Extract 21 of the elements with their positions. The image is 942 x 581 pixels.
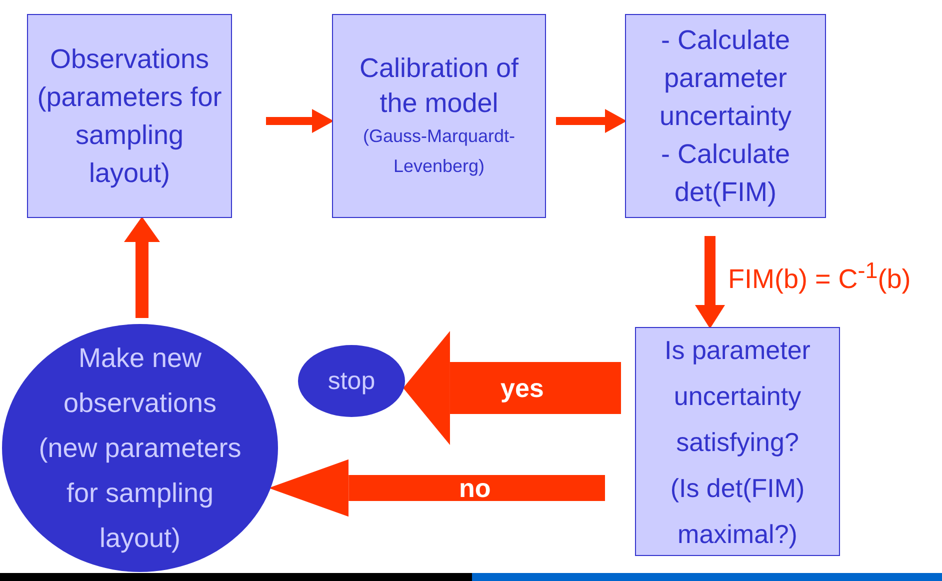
- process-box: [625, 14, 826, 218]
- node-text: Is parameter uncertainty satisfying?: [664, 334, 812, 458]
- arrow: [695, 236, 725, 329]
- node-text: (Gauss-Marquardt-Levenberg): [362, 125, 516, 178]
- edge-label: yes: [500, 372, 544, 404]
- node-text: Make new observations (new parameters for sampling layout): [38, 342, 242, 555]
- arrow: [124, 216, 160, 318]
- node-text: - Calculate det(FIM): [660, 138, 792, 209]
- edge-label: no: [459, 472, 491, 504]
- process-box: [27, 14, 232, 218]
- process-box: [635, 327, 840, 556]
- node-text: Calibration of the model: [358, 52, 520, 120]
- process-box: [332, 14, 546, 218]
- arrow: [266, 109, 334, 133]
- block-arrow: [403, 331, 621, 445]
- node-text: Observations (parameters for sampling layout): [36, 43, 223, 190]
- node-text: - Calculate parameter uncertainty: [658, 24, 793, 133]
- node-text: (Is det(FIM) maximal?): [669, 472, 806, 550]
- block-arrow: [268, 459, 605, 517]
- node-text: stop: [328, 366, 376, 396]
- arrow: [556, 109, 627, 133]
